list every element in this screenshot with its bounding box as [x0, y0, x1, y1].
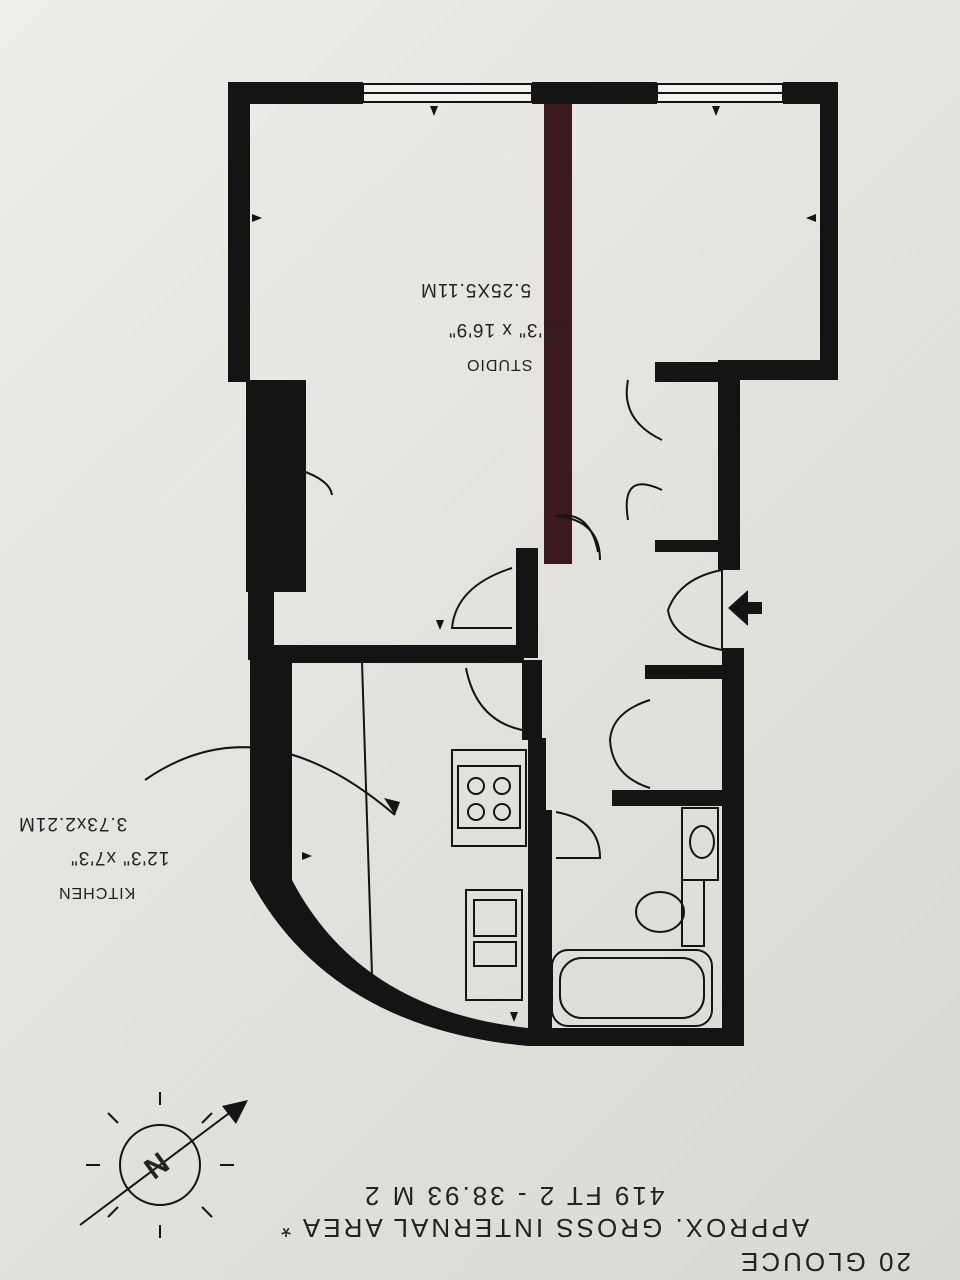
wall-left — [228, 82, 250, 382]
compass-arrowhead — [222, 1100, 248, 1124]
kitchen-arc-arrowhead — [384, 798, 400, 815]
bath — [551, 949, 713, 1027]
wall-right-lower — [722, 648, 744, 1046]
doors — [274, 379, 723, 859]
property-title: 20 GLOUCE — [738, 1247, 911, 1277]
worktop-edge — [361, 661, 373, 976]
door-cupboard-upper — [625, 379, 663, 441]
studio-dims-ft: 17'3" x 16'9" — [448, 319, 566, 340]
wall-cupboard-mid — [655, 540, 740, 552]
kitchen-name: KITCHEN — [58, 884, 136, 901]
wall-curve — [250, 660, 528, 1046]
wall-cupboard-top — [655, 362, 720, 382]
interior-walls — [274, 362, 740, 1038]
entrance-arrow-icon — [728, 590, 762, 626]
cooker — [451, 749, 527, 847]
sink-unit — [465, 889, 523, 1001]
wall-right-upper — [820, 82, 838, 380]
bathroom-fixtures — [551, 807, 719, 1027]
sink-bowl-2 — [473, 941, 517, 967]
wall-left-lower — [248, 590, 274, 660]
wall-top-mid — [532, 82, 657, 104]
kitchen-dims-m: 3.73x2.21M — [18, 813, 128, 834]
door-storage — [274, 459, 333, 511]
chimney-breast — [246, 380, 306, 592]
sink-bowl-1 — [473, 899, 517, 937]
wall-kitchen-hall — [522, 660, 542, 740]
wall-top-left — [228, 82, 363, 104]
wall-bottom — [528, 1028, 744, 1046]
basin-unit — [681, 807, 719, 881]
basin — [689, 825, 715, 859]
door-entrance — [666, 569, 723, 652]
studio-windows — [362, 83, 784, 103]
door-studio-to-hall — [450, 567, 513, 629]
kitchen-dims-ft: 12'3" x7'3" — [70, 847, 170, 868]
kitchen-units — [361, 661, 527, 1001]
area-label: APPROX. GROSS INTERNAL AREA * — [278, 1213, 810, 1243]
toilet-bowl — [635, 891, 685, 933]
toilet-cistern — [681, 879, 705, 947]
bath-inner — [559, 957, 705, 1019]
hob — [457, 765, 521, 829]
area-value: 419 FT 2 - 38.93 M 2 — [362, 1181, 665, 1211]
wall-hall-left — [516, 548, 538, 658]
wall-step-horizontal — [718, 360, 838, 380]
wall-step-vertical — [718, 360, 740, 570]
tick-markers — [252, 106, 816, 1022]
studio-partition — [544, 104, 572, 564]
wall-bath-left — [540, 810, 552, 1030]
door-cupboard2 — [608, 699, 651, 789]
kitchen-arc-arrow — [144, 746, 396, 816]
outer-walls — [228, 82, 838, 1046]
wall-studio-kitchen — [274, 645, 524, 663]
studio-name: STUDIO — [466, 356, 533, 373]
wall-bath-top — [612, 790, 727, 806]
studio-dims-m: 5.25X5.11M — [420, 279, 532, 300]
door-hall-kitchen — [465, 667, 523, 731]
door-cupboard-lower — [625, 483, 663, 521]
door-studio-hall-double — [555, 514, 601, 561]
north-arrow-icon — [79, 1092, 241, 1238]
wall-cupboard2 — [645, 665, 725, 679]
door-bath — [555, 811, 602, 859]
